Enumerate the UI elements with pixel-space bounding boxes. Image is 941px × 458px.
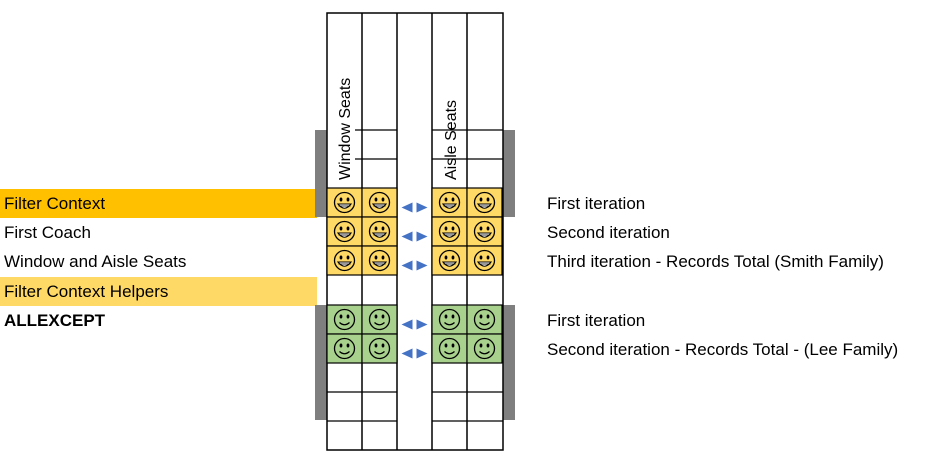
double-arrow-icon <box>401 260 428 271</box>
bottom-row-lines <box>327 391 503 422</box>
seat-grinning-face-icon <box>431 245 468 276</box>
seat-grinning-face-icon <box>431 216 468 247</box>
seat-grinning-face-icon <box>466 187 503 218</box>
double-arrow-icon <box>401 348 428 359</box>
smith-iteration-1: First iteration <box>547 194 646 213</box>
seats-group <box>326 187 503 364</box>
left-wall-bottom <box>315 305 327 420</box>
first-coach-label: First Coach <box>4 223 91 242</box>
double-arrow-icon <box>401 202 428 213</box>
filter-helpers-label: Filter Context Helpers <box>0 277 317 306</box>
window-seats-label: Window Seats <box>337 78 354 180</box>
seat-smiling-face-icon <box>326 304 363 335</box>
seat-grinning-face-icon <box>361 187 398 218</box>
window-aisle-label: Window and Aisle Seats <box>4 252 187 271</box>
right-wall-bottom <box>503 305 515 420</box>
seat-smiling-face-icon <box>361 333 398 364</box>
seat-grinning-face-icon <box>361 216 398 247</box>
left-wall-top <box>315 130 327 217</box>
double-arrow-icon <box>401 231 428 242</box>
seat-grinning-face-icon <box>431 187 468 218</box>
seat-smiling-face-icon <box>431 333 468 364</box>
allexcept-label: ALLEXCEPT <box>4 311 106 330</box>
lee-iteration-2: Second iteration - Records Total - (Lee … <box>547 340 899 359</box>
seat-grinning-face-icon <box>326 216 363 247</box>
seat-grinning-face-icon <box>466 216 503 247</box>
top-row-lines <box>355 129 503 160</box>
lee-iteration-1: First iteration <box>547 311 646 330</box>
seat-smiling-face-icon <box>361 304 398 335</box>
double-arrow-icon <box>401 319 428 330</box>
seat-grinning-face-icon <box>466 245 503 276</box>
aisle-seats-label: Aisle Seats <box>443 100 460 180</box>
seat-grinning-face-icon <box>361 245 398 276</box>
filter-context-label: Filter Context <box>0 189 317 218</box>
seat-grinning-face-icon <box>326 187 363 218</box>
seat-smiling-face-icon <box>431 304 468 335</box>
arrows-group <box>401 202 428 359</box>
seat-smiling-face-icon <box>466 333 503 364</box>
right-wall-top <box>503 130 515 217</box>
seat-smiling-face-icon <box>466 304 503 335</box>
seat-smiling-face-icon <box>326 333 363 364</box>
seat-grinning-face-icon <box>326 245 363 276</box>
smith-iteration-2: Second iteration <box>547 223 670 242</box>
smith-iteration-3: Third iteration - Records Total (Smith F… <box>547 252 884 271</box>
